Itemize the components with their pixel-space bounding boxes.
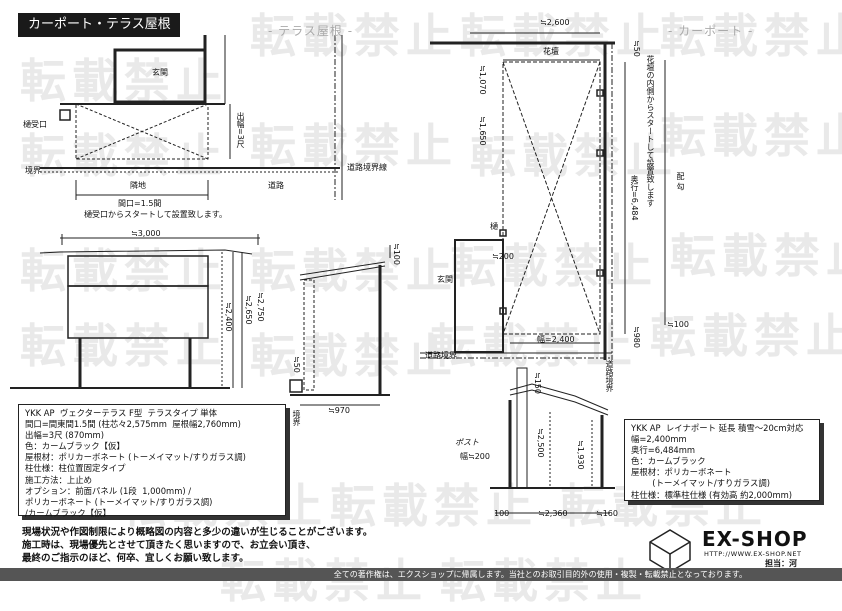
carport-plan-drawing	[420, 32, 666, 360]
watermark-tile: 転載禁止	[20, 244, 228, 298]
carport-depth-label: 奥行=6,484	[630, 175, 639, 221]
terrace-spec-line: オプション：前面パネル (1段 1,000mm) /	[25, 485, 192, 496]
carport-slope-arrow: 配 勾	[676, 172, 685, 191]
terrace-spec-line: 出幅=3尺 (870mm)	[25, 430, 104, 441]
terrace-spec-line: ポリカーボネート (トーメイマット/すりガラス調)	[25, 496, 213, 507]
watermark-tile: 転載禁止	[460, 9, 668, 63]
carport-height-150: ≒150	[533, 372, 542, 394]
terrace-depth-dim: ≒970	[328, 406, 350, 415]
note-line: 最終のご指示のほど、何卒、宜しくお願い致します。	[22, 553, 249, 564]
terrace-boundary-label: 境界	[25, 166, 41, 175]
terrace-gutter-label: 樋受口	[23, 120, 47, 129]
carport-elevation-drawing	[490, 367, 615, 514]
terrace-height-2400: ≒2,400	[224, 302, 233, 332]
carport-spec-line: 幅=2,400mm	[631, 434, 687, 445]
watermark-tile: 転載禁止	[250, 244, 458, 298]
carport-dim-100: ≒100	[667, 320, 689, 329]
carport-top-width: ≒2,600	[540, 18, 570, 27]
terrace-side-100: ≒100	[392, 243, 401, 265]
carport-entrance-label: 玄関	[437, 275, 453, 284]
section-label-carport: - カーポート -	[668, 24, 754, 38]
watermark-tile: 転載禁止	[660, 109, 842, 163]
terrace-land-label: 隣地	[130, 181, 146, 190]
watermark-tile: 転載禁止	[250, 329, 458, 383]
carport-spec-line: (トーメイマット/すりガラス調)	[631, 478, 771, 489]
watermark-tile: 転載禁止	[470, 129, 678, 183]
watermark-tile: 転載禁止	[250, 9, 458, 63]
logo-cube	[649, 529, 691, 573]
terrace-elev-boundary: 境界	[292, 410, 301, 426]
terrace-spec-line: 色：カームブラック【仮】	[25, 441, 125, 452]
watermark-tile: 転載禁止	[670, 229, 842, 283]
terrace-height-2650: ≒2,650	[244, 295, 253, 325]
carport-flowerbed-label: 花壇	[543, 47, 559, 56]
carport-post-width: 幅≒200	[460, 452, 490, 461]
terrace-road-boundary-label: 道路境界線	[347, 163, 387, 172]
carport-dim-200: ≒200	[492, 252, 514, 261]
carport-base-100: 100	[494, 509, 510, 518]
carport-width-label: 幅=2,400	[537, 335, 575, 344]
carport-spec-line: 屋根材：ポリカーボネート	[631, 467, 732, 478]
terrace-spec-line: YKK AP ヴェクターテラス F型 テラスタイプ 単体	[25, 408, 218, 418]
carport-height-1930: ≒1,930	[576, 440, 585, 470]
terrace-projection-label: 出幅=3尺	[236, 112, 245, 148]
terrace-elevation-drawing	[10, 234, 391, 406]
terrace-spec-line: 間口=間東間1.5間 (柱芯々2,575mm 屋根幅2,760mm)	[25, 419, 241, 430]
watermark-tile: 転載禁止	[20, 319, 228, 373]
terrace-spec-line: 屋根材：ポリカーボネート (トーメイマット/すりガラス調)	[25, 452, 246, 463]
carport-dim-1650: ≒1,650	[478, 116, 487, 146]
carport-base-2360: ≒2,360	[538, 509, 568, 518]
carport-road-boundary-left: 道路境界	[425, 351, 457, 360]
drawing-canvas	[10, 32, 691, 573]
watermark-tile: 転載禁止	[450, 239, 658, 293]
carport-spec-line: 色：カームブラック	[631, 456, 706, 467]
carport-spec-line: 奥行=6,484mm	[631, 445, 696, 456]
watermark-tile: 転載禁止	[660, 9, 842, 63]
terrace-road-label: 道路	[268, 181, 284, 190]
page-title: カーポート・テラス屋根	[18, 13, 180, 37]
watermark-tile: 転載禁止	[650, 309, 842, 363]
terrace-entrance-label: 玄関	[152, 68, 168, 77]
carport-road-boundary-right: 道路境界	[605, 360, 614, 392]
terrace-height-2750: ≒2,750	[256, 292, 265, 322]
disclaimer-notes: 現場状況や作図制限により概略図の内容と多少の違いが生じることがございます。施工時…	[22, 526, 462, 565]
terrace-spec-line: 施工方法：上止め	[25, 474, 92, 485]
carport-base-160: ≒160	[596, 509, 618, 518]
terrace-plan-drawing	[40, 35, 343, 200]
carport-start-note: 花壇の内側からスタートして設置致します	[646, 55, 655, 207]
terrace-side-50: ≒50	[292, 356, 301, 373]
carport-spec-line: YKK AP レイナポート 延長 積雪～20cm対応	[631, 423, 804, 433]
note-line: 現場状況や作図制限により概略図の内容と多少の違いが生じることがございます。	[22, 527, 373, 538]
terrace-start-note: 樋受口からスタートして設置致します。	[84, 210, 227, 219]
person-in-charge: 担当：河	[765, 559, 797, 568]
terrace-spec-line: 柱仕様：柱位置固定タイプ	[25, 463, 126, 474]
terrace-frontage-label: 間口=1.5間	[118, 199, 162, 208]
carport-gutter-label: 樋	[490, 222, 498, 231]
carport-dim-980: ≒980	[632, 326, 641, 348]
watermark-tile: 転載禁止	[20, 129, 228, 183]
terrace-spec-line: /カームブラック【仮】	[25, 507, 111, 518]
note-line: 施工時は、現場優先とさせて頂きたく思いますので、お立会い頂き、	[22, 540, 316, 551]
carport-post-label: ポスト	[455, 438, 479, 447]
terrace-width-dim: ≒3,000	[131, 229, 161, 238]
watermark-tile: 転載禁止	[20, 54, 228, 108]
logo-url: HTTP://WWW.EX-SHOP.NET	[704, 550, 802, 558]
watermark-tile: 転載禁止	[250, 119, 458, 173]
carport-height-2500: ≒2,500	[536, 428, 545, 458]
logo-name: EX-SHOP	[702, 527, 808, 551]
section-label-terrace: - テラス屋根 -	[268, 24, 354, 38]
terrace-spec-box: YKK AP ヴェクターテラス F型 テラスタイプ 単体間口=間東間1.5間 (…	[18, 404, 286, 518]
carport-dim-50: ≒50	[632, 40, 641, 57]
carport-spec-line: 柱仕様：標準柱仕様 (有効高 約2,000mm)	[631, 489, 793, 500]
carport-dim-1070: ≒1,070	[478, 65, 487, 95]
copyright-footer: 全ての著作権は、エクスショップに帰属します。当社とのお取引目的外の使用・複製・転…	[0, 568, 842, 581]
